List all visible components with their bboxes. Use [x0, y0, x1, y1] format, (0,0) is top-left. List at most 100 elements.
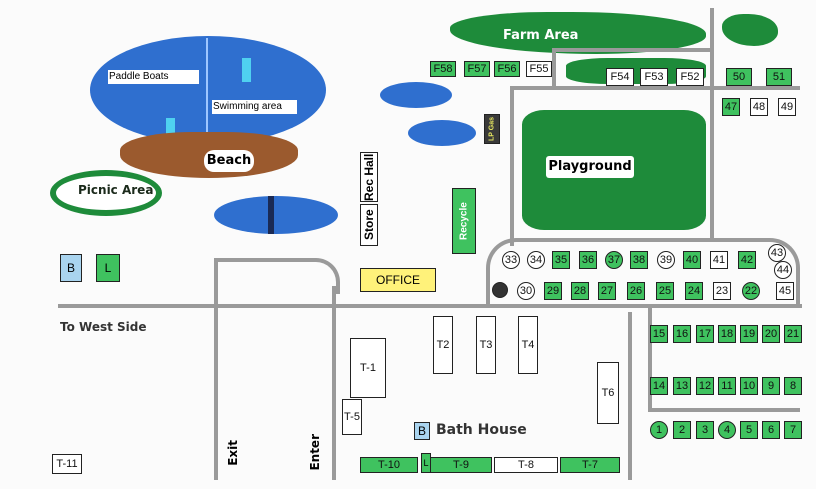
tent-site-t3[interactable]: T3	[476, 316, 496, 374]
recycle-building[interactable]: Recycle	[452, 188, 476, 254]
campsite-16[interactable]: 16	[673, 325, 691, 343]
tent-site-t-8[interactable]: T-8	[494, 457, 558, 473]
campsite-35[interactable]: 35	[552, 251, 570, 269]
exit-label: Exit	[226, 440, 240, 466]
lake	[90, 36, 326, 144]
campsite-f55[interactable]: F55	[526, 61, 552, 77]
playground-label: Playground	[546, 156, 634, 178]
campsite-39[interactable]: 39	[657, 251, 675, 269]
tent-site-t6[interactable]: T6	[597, 362, 619, 424]
campsite-43[interactable]: 43	[768, 244, 786, 262]
campsite-48[interactable]: 48	[750, 98, 768, 116]
tent-site-t2[interactable]: T2	[433, 316, 453, 374]
campsite-47[interactable]: 47	[722, 98, 740, 116]
pond	[380, 82, 452, 108]
bath-house-marker[interactable]: B	[414, 422, 430, 440]
bath-house-label: Bath House	[436, 422, 527, 438]
beach-label: Beach	[204, 150, 254, 172]
campsite-11[interactable]: 11	[718, 377, 736, 395]
campsite-f52[interactable]: F52	[676, 68, 704, 86]
campsite-49[interactable]: 49	[778, 98, 796, 116]
campsite-42[interactable]: 42	[738, 251, 756, 269]
east-loop-road	[648, 308, 652, 412]
tent-site-t-1[interactable]: T-1	[350, 338, 386, 398]
swim-buoy	[242, 58, 251, 82]
office-building[interactable]: OFFICE	[360, 268, 436, 292]
campsite-51[interactable]: 51	[766, 68, 792, 86]
campsite-40[interactable]: 40	[683, 251, 701, 269]
exit-road	[214, 258, 218, 480]
campsite-f53[interactable]: F53	[640, 68, 668, 86]
campsite-37[interactable]: 37	[605, 251, 623, 269]
campsite-38[interactable]: 38	[630, 251, 648, 269]
laundry-marker[interactable]: L	[96, 254, 120, 282]
campsite-17[interactable]: 17	[696, 325, 714, 343]
east-road-top	[510, 86, 800, 90]
campsite-41[interactable]: 41	[710, 251, 728, 269]
campsite-5[interactable]: 5	[740, 421, 758, 439]
tent-site-t-9[interactable]: T-9	[430, 457, 492, 473]
campsite-9[interactable]: 9	[762, 377, 780, 395]
to-west-side-label: To West Side	[60, 320, 147, 334]
campsite-23[interactable]: 23	[713, 282, 731, 300]
campsite-f57[interactable]: F57	[464, 61, 490, 77]
campsite-45[interactable]: 45	[776, 282, 794, 300]
campsite-8[interactable]: 8	[784, 377, 802, 395]
swimming-area-label: Swimming area	[212, 100, 297, 114]
campsite-28[interactable]: 28	[571, 282, 589, 300]
tent-site-t-5[interactable]: T-5	[342, 399, 362, 435]
tent-site-t4[interactable]: T4	[518, 316, 538, 374]
campsite-27[interactable]: 27	[598, 282, 616, 300]
farm-area	[450, 12, 706, 54]
campsite-15[interactable]: 15	[650, 325, 668, 343]
enter-road	[332, 286, 336, 480]
tent-site-t-7[interactable]: T-7	[560, 457, 620, 473]
campsite-f58[interactable]: F58	[430, 61, 456, 77]
campsite-26[interactable]: 26	[627, 282, 645, 300]
campsite-20[interactable]: 20	[762, 325, 780, 343]
campsite-19[interactable]: 19	[740, 325, 758, 343]
campsite-24[interactable]: 24	[685, 282, 703, 300]
campsite-4[interactable]: 4	[718, 421, 736, 439]
campsite-22[interactable]: 22	[742, 282, 760, 300]
pond-bridge-pond	[214, 196, 338, 234]
campsite-33[interactable]: 33	[502, 251, 520, 269]
farm-road	[552, 48, 556, 90]
campsite-34[interactable]: 34	[527, 251, 545, 269]
campsite-25[interactable]: 25	[656, 282, 674, 300]
campsite-1[interactable]: 1	[650, 421, 668, 439]
campsite-6[interactable]: 6	[762, 421, 780, 439]
footbridge	[268, 196, 274, 234]
campsite-f54[interactable]: F54	[606, 68, 634, 86]
swim-buoy	[166, 118, 175, 136]
rec-hall-building[interactable]: Rec Hall	[360, 152, 378, 202]
campsite-f56[interactable]: F56	[494, 61, 520, 77]
campsite-21[interactable]: 21	[784, 325, 802, 343]
campsite-44[interactable]: 44	[774, 261, 792, 279]
picnic-area-label: Picnic Area	[78, 183, 154, 197]
enter-label: Enter	[308, 434, 322, 471]
loop-road-curve	[298, 258, 340, 294]
campsite-18[interactable]: 18	[718, 325, 736, 343]
lp-gas-building[interactable]: LP Gas	[484, 114, 500, 144]
campsite-30[interactable]: 30	[517, 282, 535, 300]
campsite-36[interactable]: 36	[579, 251, 597, 269]
east-road-vertical	[510, 86, 514, 246]
campsite-12[interactable]: 12	[696, 377, 714, 395]
campsite-29[interactable]: 29	[544, 282, 562, 300]
campsite-3[interactable]: 3	[696, 421, 714, 439]
farm-area-label: Farm Area	[503, 28, 579, 43]
bathroom-marker[interactable]: B	[60, 254, 82, 282]
campsite-2[interactable]: 2	[673, 421, 691, 439]
campsite-7[interactable]: 7	[784, 421, 802, 439]
campsite-31[interactable]: 31	[492, 282, 508, 298]
tent-site-t-10[interactable]: T-10	[360, 457, 418, 473]
campsite-14[interactable]: 14	[650, 377, 668, 395]
campsite-10[interactable]: 10	[740, 377, 758, 395]
campsite-13[interactable]: 13	[673, 377, 691, 395]
store-building[interactable]: Store	[360, 204, 378, 246]
farm-field	[722, 14, 778, 46]
campsite-50[interactable]: 50	[726, 68, 752, 86]
tent-site-t-11[interactable]: T-11	[52, 454, 82, 474]
